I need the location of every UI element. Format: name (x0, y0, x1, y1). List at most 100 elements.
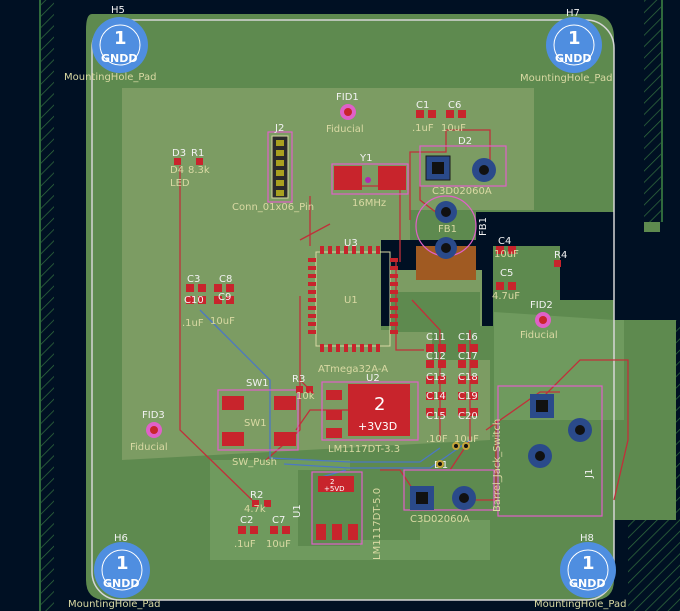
j2-pin-header[interactable]: J2 Conn_01x06_Pin (232, 123, 314, 213)
h7-net: GNDD (555, 52, 592, 65)
c6-reference: C6 (448, 100, 461, 111)
h7-pad-number: 1 (568, 28, 581, 49)
small-passives (174, 110, 561, 534)
c19-reference: C19 (458, 391, 478, 402)
fid1-fiducial[interactable]: FID1 Fiducial (326, 92, 364, 135)
c2-value: .1uF (234, 539, 256, 550)
c14-reference: C14 (426, 391, 446, 402)
d3-value: LED (170, 178, 190, 189)
u1-regulator-footprint[interactable]: 2 +5VD U1 LM1117DT-5.0 (292, 476, 383, 560)
c18-reference: C18 (458, 372, 478, 383)
c1-reference: C1 (416, 100, 429, 111)
c2-reference: C2 (240, 515, 253, 526)
u1-value: LM1117DT-5.0 (372, 488, 383, 560)
h6-reference: H6 (114, 533, 128, 544)
j1-reference: J1 (584, 469, 595, 479)
fb1-pad-label: FB1 (438, 224, 457, 235)
vias (436, 442, 470, 468)
j2-reference: J2 (274, 123, 284, 134)
r2-value: 4.7k (244, 504, 266, 515)
j1-value: Barrel_Jack_Switch (492, 419, 503, 512)
fid2-fiducial[interactable]: FID2 Fiducial (520, 300, 558, 341)
h5-net: GNDD (101, 52, 138, 65)
y1-value: 16MHz (352, 198, 386, 209)
h5-reference: H5 (111, 5, 125, 16)
board-edge-cuts (91, 19, 615, 601)
d2-value: C3D02060A (432, 186, 492, 197)
c17-reference: C17 (458, 351, 478, 362)
c9-value: 10uF (210, 316, 235, 327)
fid3-value: Fiducial (130, 442, 168, 453)
h8-reference: H8 (580, 533, 594, 544)
c9-reference: C9 (218, 292, 231, 303)
h5-value: MountingHole_Pad (64, 72, 156, 83)
h8-pad-number: 1 (582, 553, 595, 574)
c4-reference: C4 (498, 236, 511, 247)
fid1-value: Fiducial (326, 124, 364, 135)
sw1-reference: SW1 (246, 378, 269, 389)
c6-value: 10uF (441, 123, 466, 134)
d3-alt-label: D4 (170, 165, 184, 176)
blue-traces (199, 309, 471, 479)
c7-reference: C7 (272, 515, 285, 526)
c5-value: 4.7uF (492, 291, 520, 302)
c15-value: .10F (426, 434, 448, 445)
h6-pad-number: 1 (116, 553, 129, 574)
h7-reference: H7 (566, 8, 580, 19)
r2-reference: R2 (250, 490, 263, 501)
d1-diode-footprint[interactable]: D1 C3D02060A (410, 460, 476, 525)
h6-net: GNDD (103, 577, 140, 590)
c16-reference: C16 (458, 332, 478, 343)
sw1-pushbutton-footprint[interactable]: SW1 SW1 SW_Push (222, 378, 296, 468)
fb1-reference: FB1 (478, 217, 489, 236)
u3-reference: U3 (344, 238, 358, 249)
u1-reference: U1 (292, 504, 303, 518)
c12-reference: C12 (426, 351, 446, 362)
r3-value: 10k (296, 391, 315, 402)
mounting-hole-h8[interactable]: H8 1 GNDD MountingHole_Pad (534, 533, 626, 610)
sw1-center-label: SW1 (244, 418, 267, 429)
passive-labels: C1 C6 .1uF 10uF D3 R1 D4 8.3k LED C3 C8 … (170, 100, 567, 550)
c3-reference: C3 (187, 274, 200, 285)
r3-reference: R3 (292, 374, 305, 385)
d2-diode-footprint[interactable]: D2 C3D02060A (425, 136, 496, 197)
fb1-ferrite-footprint[interactable]: FB1 FB1 (435, 201, 489, 259)
hatched-zone-left (39, 0, 54, 611)
fid3-fiducial[interactable]: FID3 Fiducial (130, 410, 168, 453)
fid2-reference: FID2 (530, 300, 553, 311)
j1-barrel-jack-footprint[interactable]: Barrel_Jack_Switch J1 (492, 394, 595, 512)
y1-reference: Y1 (359, 153, 372, 164)
u3-center-label: U1 (344, 295, 358, 306)
c11-reference: C11 (426, 332, 446, 343)
c7-value: 10uF (266, 539, 291, 550)
d2-reference: D2 (458, 136, 472, 147)
fid2-value: Fiducial (520, 330, 558, 341)
y1-crystal-footprint[interactable]: Y1 16MHz (334, 153, 406, 209)
h6-value: MountingHole_Pad (68, 599, 160, 610)
d1-value: C3D02060A (410, 514, 470, 525)
r1-reference: R1 (191, 148, 204, 159)
u3-mcu-footprint[interactable]: U3 U1 ATmega32A-A (308, 238, 398, 375)
mounting-hole-h5[interactable]: H5 1 GNDD MountingHole_Pad (64, 5, 156, 83)
u1-pad-number: 2 (330, 478, 334, 486)
u3-value: ATmega32A-A (318, 364, 388, 375)
sw1-value: SW_Push (232, 457, 277, 468)
u2-regulator-footprint[interactable]: U2 2 +3V3D LM1117DT-3.3 (326, 373, 410, 455)
u2-pad-net: +3V3D (358, 420, 397, 433)
c5-reference: C5 (500, 268, 513, 279)
j2-value: Conn_01x06_Pin (232, 202, 314, 213)
c10-value: .1uF (182, 318, 204, 329)
u2-pad-number: 2 (374, 394, 385, 415)
h5-pad-number: 1 (114, 28, 127, 49)
fid1-reference: FID1 (336, 92, 359, 103)
u2-reference: U2 (366, 373, 380, 384)
mounting-hole-h6[interactable]: H6 1 GNDD MountingHole_Pad (68, 533, 160, 610)
copper-zone-fb1-lower (390, 292, 480, 332)
h8-net: GNDD (569, 577, 606, 590)
c13-reference: C13 (426, 372, 446, 383)
d3-reference: D3 (172, 148, 186, 159)
board-cutout (476, 212, 644, 300)
h7-value: MountingHole_Pad (520, 73, 612, 84)
mounting-hole-h7[interactable]: H7 1 GNDD MountingHole_Pad (520, 8, 612, 84)
